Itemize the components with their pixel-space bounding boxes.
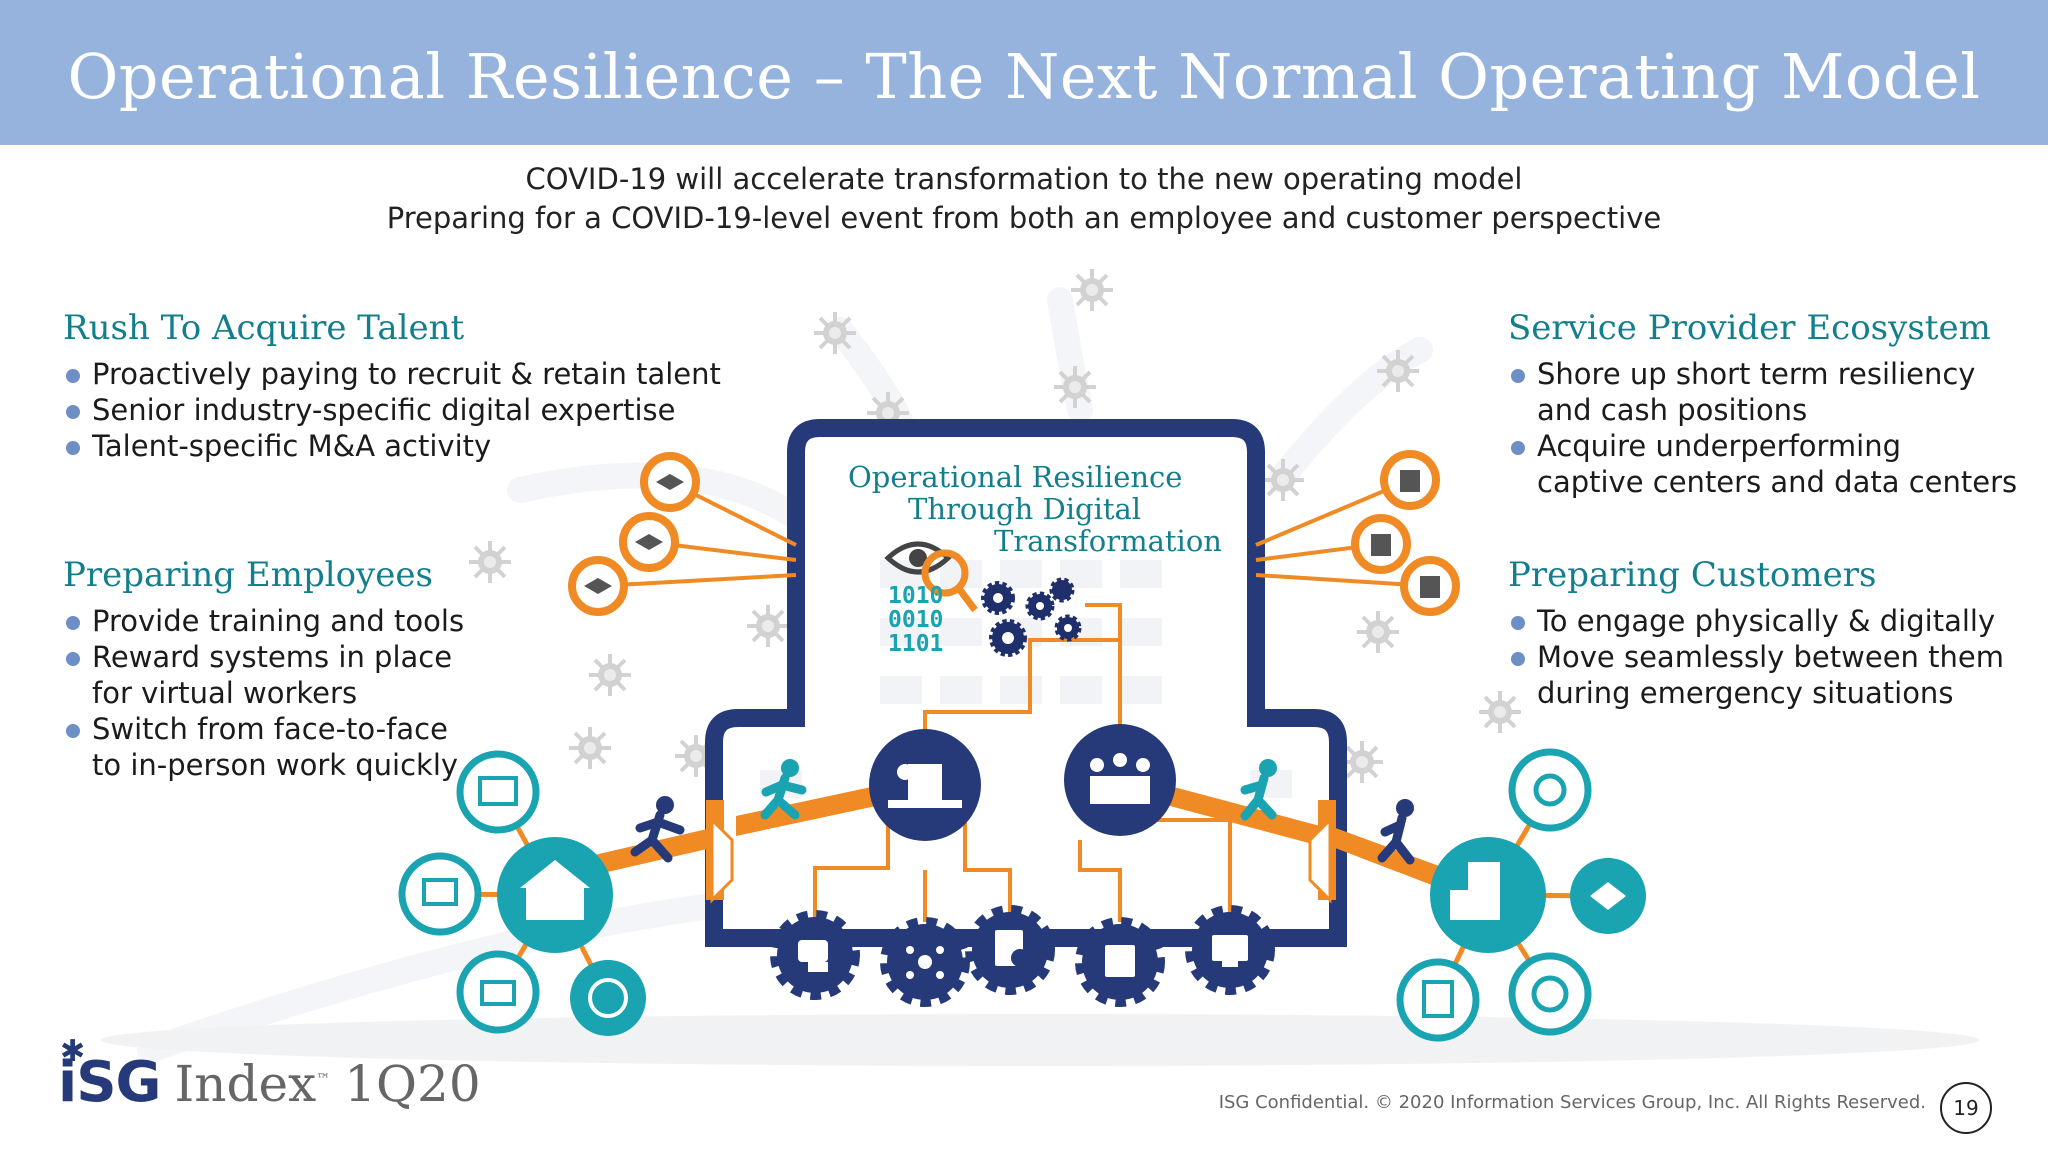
provider-section: Service Provider Ecosystem Shore up shor… (1508, 308, 2017, 500)
title-bar (0, 0, 2048, 145)
copyright-text: ISG Confidential. © 2020 Information Ser… (1218, 1092, 1926, 1113)
list-item-continued: during emergency situations (1537, 676, 1954, 710)
provider-nodes (1351, 450, 1460, 616)
orange-pipes (590, 786, 1450, 904)
gear-icons (798, 930, 1248, 979)
employees-bullets: Provide training and tools Reward system… (63, 603, 464, 783)
center-label-line-2: Through Digital (908, 492, 1142, 526)
employees-title: Preparing Employees (63, 555, 433, 595)
list-item: Move seamlessly between them (1508, 639, 2004, 675)
list-item: Switch from face-to-face (63, 711, 464, 747)
customers-title: Preparing Customers (1508, 555, 1877, 595)
customer-hub (1396, 748, 1646, 1042)
slide-title: Operational Resilience – The Next Normal… (67, 40, 1981, 113)
list-item-continued: and cash positions (1537, 393, 1808, 427)
list-item: Senior industry-specific digital experti… (63, 392, 721, 428)
isg-index-logo: ✱ iSG Index™ 1Q20 (58, 1034, 481, 1115)
binary-line-1: 1010 (888, 583, 943, 609)
worker-desk-icon (869, 729, 981, 841)
star-icon: ✱ (60, 1034, 86, 1069)
binary-line-3: 1101 (888, 631, 943, 657)
provider-bullets: Shore up short term resiliency and cash … (1508, 356, 2017, 500)
talent-title: Rush To Acquire Talent (63, 308, 465, 348)
employee-hub (398, 750, 646, 1036)
team-meeting-icon (1064, 724, 1176, 836)
customers-section: Preparing Customers To engage physically… (1508, 555, 2004, 711)
logo-quarter: 1Q20 (344, 1055, 481, 1113)
employees-section: Preparing Employees Provide training and… (63, 555, 464, 783)
list-item: Talent-specific M&A activity (63, 428, 721, 464)
list-item-continued: for virtual workers (92, 676, 358, 710)
logo-trademark: ™ (316, 1071, 331, 1088)
list-item: Reward systems in place (63, 639, 464, 675)
list-item-continued: to in-person work quickly (92, 748, 459, 782)
page-number: 19 (1940, 1082, 1992, 1134)
customers-bullets: To engage physically & digitally Move se… (1508, 603, 2004, 711)
logo-product: Index™ (175, 1055, 331, 1113)
list-item-continued: captive centers and data centers (1537, 465, 2018, 499)
logo-product-name: Index (174, 1055, 317, 1113)
provider-title: Service Provider Ecosystem (1508, 308, 1991, 348)
binary-line-2: 0010 (888, 607, 943, 633)
list-item: Proactively paying to recruit & retain t… (63, 356, 721, 392)
talent-section: Rush To Acquire Talent Proactively payin… (63, 308, 721, 464)
talent-nodes (568, 452, 700, 616)
list-item: Shore up short term resiliency (1508, 356, 2017, 392)
talent-bullets: Proactively paying to recruit & retain t… (63, 356, 721, 464)
logo-brand: iSG (58, 1050, 161, 1115)
subtitle-line-1: COVID-19 will accelerate transformation … (525, 162, 1523, 196)
list-item: Acquire underperforming (1508, 428, 2017, 464)
subtitle-line-2: Preparing for a COVID-19-level event fro… (386, 201, 1662, 235)
ground-shadow (100, 1014, 1980, 1066)
digital-transformation-graphic: 1010 0010 1101 (884, 541, 1122, 657)
list-item: To engage physically & digitally (1508, 603, 2004, 639)
center-label-line-1: Operational Resilience (848, 460, 1183, 494)
runner-figures (630, 759, 1415, 865)
center-label-line-3: Transformation (994, 524, 1222, 558)
list-item: Provide training and tools (63, 603, 464, 639)
